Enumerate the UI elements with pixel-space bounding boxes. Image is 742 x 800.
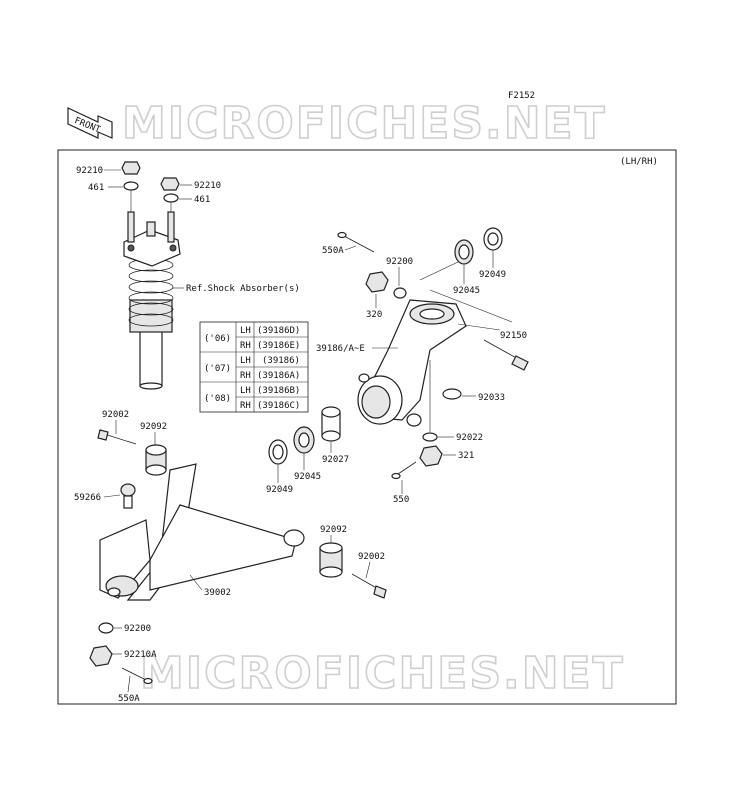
diagram-frame [57, 149, 677, 705]
label-461-b: 461 [194, 195, 210, 205]
nut-92210-left [121, 161, 141, 175]
side-note: (LH/RH) [620, 157, 658, 167]
bushing-92092-left [145, 444, 167, 476]
snap-ring-92033 [442, 388, 462, 400]
label-59266: 59266 [74, 493, 101, 503]
label-92002-right: 92002 [358, 552, 385, 562]
nut-321 [419, 445, 443, 467]
label-92045-top: 92045 [453, 286, 480, 296]
ref-shock-note: Ref.Shock Absorber(s) [186, 284, 300, 294]
bushing-92092-right [283, 529, 343, 578]
label-321: 321 [458, 451, 474, 461]
row-06-rh-side: RH [240, 341, 251, 351]
row-07-lh-side: LH [240, 356, 251, 366]
figure-code: F2152 [508, 91, 535, 101]
cotter-pin-550A-top [337, 231, 375, 253]
bolt-92002-right [351, 573, 387, 599]
row-08-rh-code: (39186C) [257, 401, 300, 411]
front-arrow-icon: FRONT [67, 107, 113, 139]
label-92210A: 92210A [124, 650, 157, 660]
bolt-92002-left [97, 429, 137, 445]
label-550A-top: 550A [322, 246, 344, 256]
row-06-rh-code: (39186E) [257, 341, 300, 351]
label-550A-low: 550A [118, 694, 140, 704]
label-92027: 92027 [322, 455, 349, 465]
label-92200-low: 92200 [124, 624, 151, 634]
label-92033: 92033 [478, 393, 505, 403]
row-08-rh-side: RH [240, 401, 251, 411]
bolt-92150 [483, 339, 529, 371]
watermark-top: MICROFICHES.NET [122, 98, 607, 149]
label-39002: 39002 [204, 588, 231, 598]
label-92092-right: 92092 [320, 525, 347, 535]
washer-461-right [163, 193, 179, 203]
nut-320 [365, 271, 389, 293]
washer-461-left [123, 181, 139, 191]
nut-92210A [89, 645, 113, 667]
seal-92049-low [268, 439, 288, 465]
watermark-bottom: MICROFICHES.NET [140, 648, 625, 699]
row-08-lh-side: LH [240, 386, 251, 396]
label-92150: 92150 [500, 331, 527, 341]
bearing-92045-low [293, 426, 315, 454]
bearing-92045-top [454, 239, 474, 265]
row-06-lh-side: LH [240, 326, 251, 336]
year-08: ('08) [204, 394, 231, 404]
shock-absorber [123, 211, 181, 390]
label-92022: 92022 [456, 433, 483, 443]
year-07: ('07) [204, 364, 231, 374]
label-461-top: 461 [88, 183, 104, 193]
year-table: ('06) LH (39186D) RH (39186E) ('07) LH (… [199, 321, 309, 413]
label-92049-top: 92049 [479, 270, 506, 280]
label-92200-top: 92200 [386, 257, 413, 267]
label-550: 550 [393, 495, 409, 505]
label-39186: 39186/A~E [316, 344, 365, 354]
seal-92049-top [483, 227, 503, 251]
nut-92210-right [160, 177, 180, 191]
spacer-92027 [321, 406, 341, 442]
ball-joint-59266 [120, 483, 136, 509]
label-92210-b: 92210 [194, 181, 221, 191]
label-320: 320 [366, 310, 382, 320]
washer-92200-top [393, 287, 407, 299]
label-92092-left: 92092 [140, 422, 167, 432]
cotter-pin-550A-low [121, 667, 153, 685]
cotter-pin-550 [391, 461, 417, 480]
row-06-lh-code: (39186D) [257, 326, 300, 336]
row-07-rh-side: RH [240, 371, 251, 381]
washer-92022 [422, 432, 438, 442]
year-06: ('06) [204, 334, 231, 344]
label-92049-low: 92049 [266, 485, 293, 495]
label-92045-low: 92045 [294, 472, 321, 482]
row-07-rh-code: (39186A) [257, 371, 300, 381]
label-92002-left: 92002 [102, 410, 129, 420]
knuckle-39186 [357, 299, 467, 427]
a-arm-39002 [99, 463, 297, 601]
label-92210-top: 92210 [76, 166, 103, 176]
washer-92200-low [98, 622, 114, 634]
row-07-lh-code: (39186) [262, 356, 300, 366]
row-08-lh-code: (39186B) [257, 386, 300, 396]
